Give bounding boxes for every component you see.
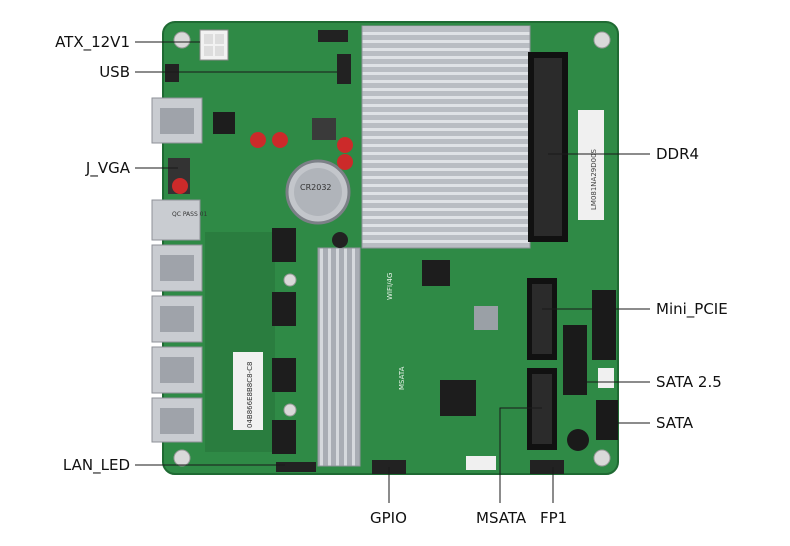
label-mini-pcie: Mini_PCIE	[656, 300, 728, 318]
label-atx: ATX_12V1	[55, 33, 130, 51]
battery-text: CR2032	[300, 183, 332, 192]
mount-hole-bl	[173, 449, 191, 467]
callout-lines	[135, 41, 650, 503]
cpu-heatsink	[361, 25, 531, 249]
mount-hole-mid1	[283, 273, 297, 287]
sata-2-5-connector	[563, 325, 587, 395]
capacitor	[272, 132, 288, 148]
io-chip	[440, 380, 476, 416]
mount-hole-mid2	[283, 403, 297, 417]
sata-power	[592, 290, 616, 360]
label-usb: USB	[99, 63, 130, 81]
label-msata: MSATA	[476, 509, 527, 527]
msata-silk: MSATA	[398, 366, 406, 390]
serial-label-text: 04B866E8B8C8-C8	[246, 362, 254, 428]
usb-pin-header	[337, 54, 351, 84]
serial-sticker	[233, 352, 263, 430]
white-connector	[466, 456, 496, 470]
chipset-heatsink	[317, 247, 361, 467]
mount-hole-br	[593, 449, 611, 467]
capacitor	[250, 132, 266, 148]
small-chip	[474, 306, 498, 330]
label-gpio: GPIO	[370, 509, 407, 527]
fp1-header	[530, 460, 564, 474]
lan-led-header	[276, 462, 316, 472]
small-chip-2	[422, 260, 450, 286]
capacitor	[337, 154, 353, 170]
ddr4-label	[578, 110, 604, 220]
lan-chip-2	[272, 292, 296, 326]
standoff	[332, 232, 348, 248]
wifi-silk: WIFI/4G	[386, 273, 394, 300]
label-ddr4: DDR4	[656, 145, 700, 163]
lan-chip-4	[272, 420, 296, 454]
inductor	[312, 118, 336, 140]
callout-msata	[499, 407, 542, 503]
mem-label-text: LM081NA29D00S	[590, 148, 598, 210]
mount-hole-tl	[173, 31, 191, 49]
pin-header-top	[318, 30, 348, 42]
buzzer	[567, 429, 589, 451]
label-vga: J_VGA	[85, 159, 130, 177]
usb-header	[165, 64, 179, 82]
vrm-chip	[213, 112, 235, 134]
lan-chip-3	[272, 358, 296, 392]
label-lan-led: LAN_LED	[62, 456, 130, 474]
lan-chip-1	[272, 228, 296, 262]
label-fp1: FP1	[540, 509, 568, 527]
sata-connector	[596, 400, 618, 440]
mount-hole-tr	[593, 31, 611, 49]
usb-stack	[151, 199, 201, 241]
capacitor	[337, 137, 353, 153]
label-sata: SATA	[656, 414, 694, 432]
sata-power-white	[598, 368, 614, 388]
capacitor	[172, 178, 188, 194]
qc-text: QC PASS 01	[172, 211, 208, 218]
label-sata25: SATA 2.5	[656, 373, 722, 391]
